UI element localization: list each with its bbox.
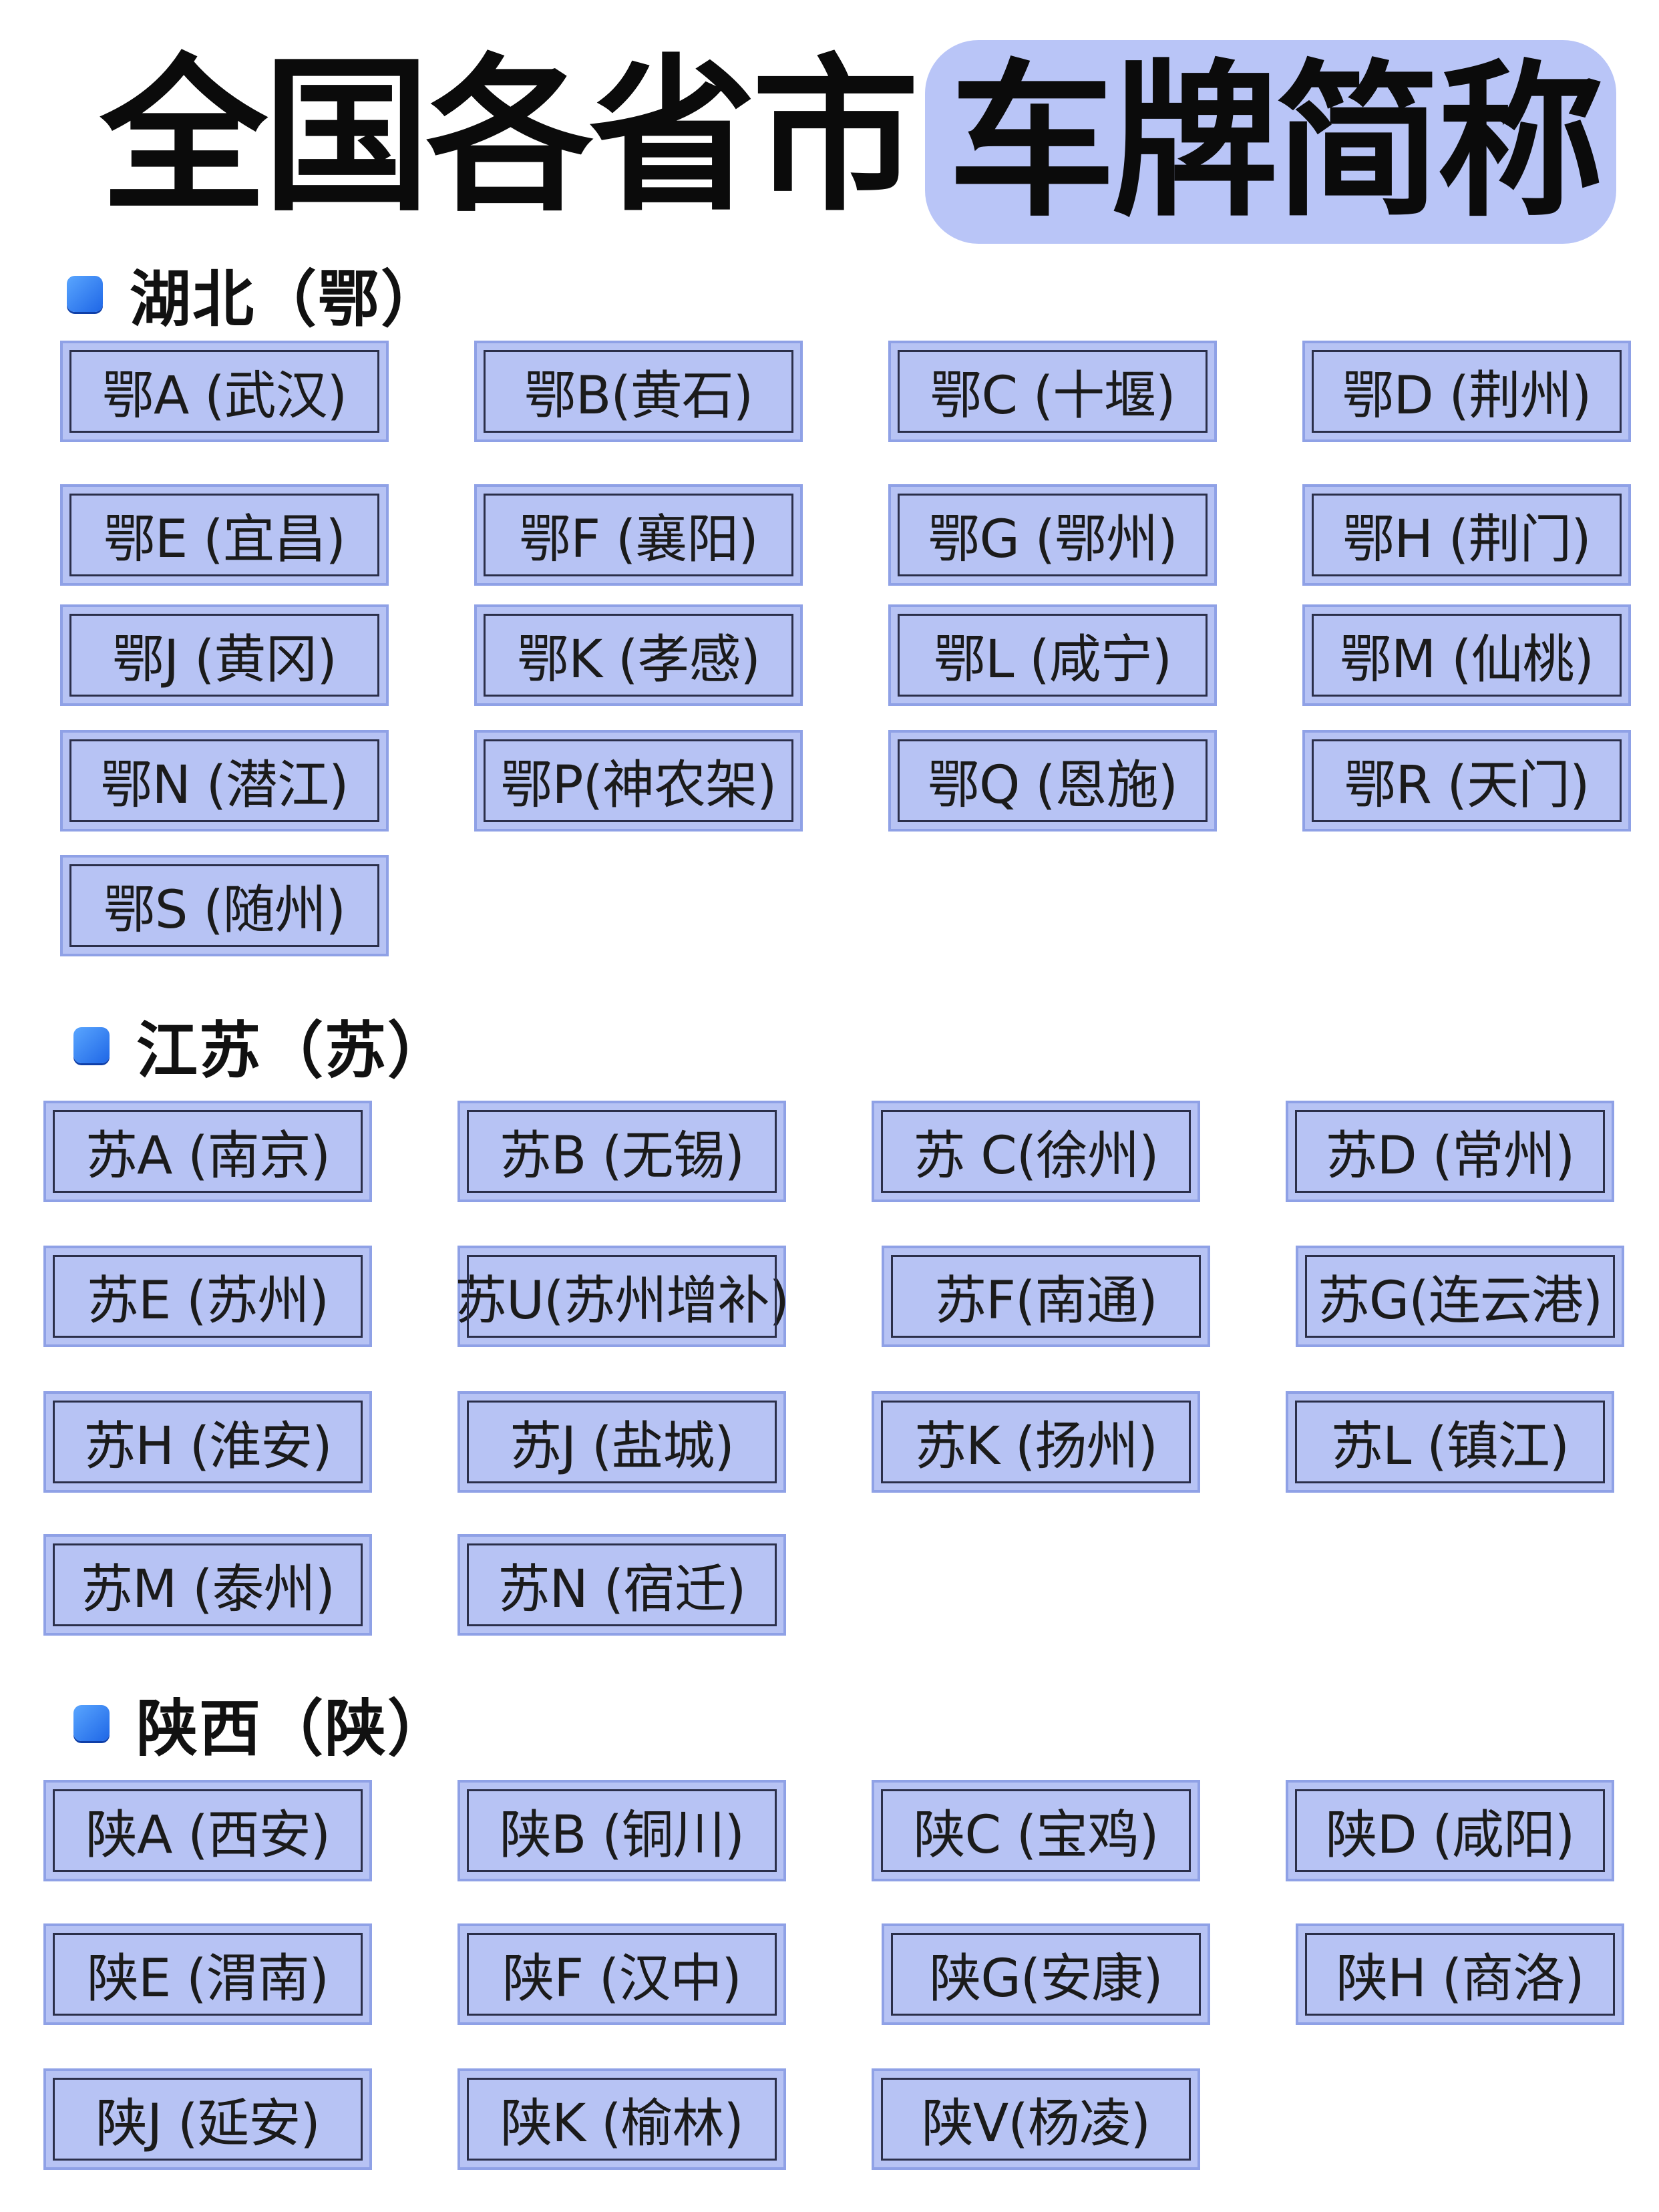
plate-label: 鄂H (荆门) — [1342, 510, 1591, 570]
plate-tag: 苏N (宿迁) — [457, 1534, 786, 1636]
plate-label: 鄂L (咸宁) — [933, 630, 1172, 690]
plate-tag: 陕D (咸阳) — [1286, 1780, 1614, 1881]
plate-tag: 苏J (盐城) — [457, 1391, 786, 1493]
plate-tag: 鄂A (武汉) — [60, 341, 389, 442]
plate-tag: 鄂D (荆州) — [1302, 341, 1631, 442]
plate-tag: 苏U(苏州增补) — [455, 1246, 789, 1347]
plate-label: 陕D (咸阳) — [1325, 1805, 1576, 1865]
plate-tag: 苏M (泰州) — [43, 1534, 372, 1636]
plate-tag: 鄂E (宜昌) — [60, 484, 389, 586]
plate-label: 鄂Q (恩施) — [927, 755, 1178, 815]
plate-tag: 鄂J (黄冈) — [60, 604, 389, 706]
plate-label: 鄂C (十堰) — [930, 366, 1175, 426]
plate-label: 苏 C(徐州) — [913, 1126, 1159, 1186]
plate-label: 陕G(安康) — [929, 1949, 1163, 2009]
plate-label: 鄂M (仙桃) — [1340, 630, 1594, 690]
plate-label: 苏F(南通) — [934, 1271, 1158, 1331]
plate-tag: 苏D (常州) — [1286, 1101, 1614, 1202]
section-title: 湖北（鄂） — [130, 263, 444, 335]
plate-tag: 鄂B(黄石) — [474, 341, 803, 442]
plate-tag: 鄂M (仙桃) — [1302, 604, 1631, 706]
plate-tag: 陕H (商洛) — [1296, 1923, 1624, 2025]
plate-tag: 鄂F (襄阳) — [474, 484, 803, 586]
plate-label: 苏J (盐城) — [510, 1417, 735, 1477]
plate-tag: 陕K (榆林) — [457, 2068, 786, 2170]
plate-label: 陕E (渭南) — [87, 1949, 329, 2009]
plate-label: 苏H (淮安) — [83, 1417, 332, 1477]
plate-tag: 陕V(杨凌) — [872, 2068, 1200, 2170]
section-header-hubei: 湖北（鄂） — [67, 254, 443, 335]
plate-label: 苏D (常州) — [1325, 1126, 1576, 1186]
plate-label: 陕V(杨凌) — [921, 2094, 1151, 2154]
plate-tag: 苏L (镇江) — [1286, 1391, 1614, 1493]
plate-tag: 陕C (宝鸡) — [872, 1780, 1200, 1881]
plate-tag: 鄂K (孝感) — [474, 604, 803, 706]
plate-tag: 苏F(南通) — [882, 1246, 1210, 1347]
section-title: 江苏（苏） — [136, 1015, 451, 1087]
plate-label: 鄂A (武汉) — [102, 366, 347, 426]
plate-label: 鄂N (潜江) — [100, 755, 349, 815]
bullet-square-icon — [67, 276, 103, 312]
section-header-shaanxi: 陕西（陕） — [73, 1683, 450, 1765]
plate-tag: 鄂C (十堰) — [888, 341, 1217, 442]
plate-label: 鄂D (荆州) — [1342, 366, 1592, 426]
plate-label: 鄂E (宜昌) — [104, 510, 346, 570]
plate-tag: 苏B (无锡) — [457, 1101, 786, 1202]
plate-tag: 陕B (铜川) — [457, 1780, 786, 1881]
plate-label: 鄂R (天门) — [1344, 755, 1590, 815]
plate-label: 陕J (延安) — [96, 2094, 321, 2154]
plate-tag: 苏 C(徐州) — [872, 1101, 1200, 1202]
plate-label: 苏A (南京) — [85, 1126, 331, 1186]
plate-tag: 鄂R (天门) — [1302, 730, 1631, 832]
plate-label: 陕A (西安) — [85, 1805, 331, 1865]
plate-label: 苏G(连云港) — [1317, 1271, 1603, 1331]
bullet-square-icon — [73, 1027, 110, 1063]
plate-label: 鄂J (黄冈) — [112, 630, 337, 690]
title-highlight-text: 车牌简称 — [948, 45, 1604, 239]
plate-label: 苏L (镇江) — [1330, 1417, 1570, 1477]
plate-label: 苏N (宿迁) — [498, 1559, 746, 1620]
plate-tag: 苏A (南京) — [43, 1101, 372, 1202]
section-header-jiangsu: 江苏（苏） — [73, 1005, 450, 1087]
plate-tag: 陕G(安康) — [882, 1923, 1210, 2025]
plate-tag: 苏H (淮安) — [43, 1391, 372, 1493]
plate-label: 陕F (汉中) — [502, 1949, 742, 2009]
title-main-text: 全国各省市 — [100, 39, 919, 234]
plate-tag: 鄂S (随州) — [60, 855, 389, 956]
plate-label: 鄂B(黄石) — [524, 366, 753, 426]
plate-tag: 苏K (扬州) — [872, 1391, 1200, 1493]
plate-tag: 鄂G (鄂州) — [888, 484, 1217, 586]
plate-label: 苏M (泰州) — [81, 1559, 335, 1620]
plate-label: 陕C (宝鸡) — [913, 1805, 1159, 1865]
plate-label: 鄂G (鄂州) — [928, 510, 1177, 570]
plate-tag: 鄂H (荆门) — [1302, 484, 1631, 586]
plate-label: 陕H (商洛) — [1336, 1949, 1584, 2009]
plate-label: 苏U(苏州增补) — [455, 1271, 789, 1331]
bullet-square-icon — [73, 1705, 110, 1741]
plate-tag: 陕E (渭南) — [43, 1923, 372, 2025]
plate-tag: 苏G(连云港) — [1296, 1246, 1624, 1347]
plate-label: 鄂F (襄阳) — [519, 510, 759, 570]
plate-tag: 陕F (汉中) — [457, 1923, 786, 2025]
plate-tag: 陕A (西安) — [43, 1780, 372, 1881]
plate-label: 陕B (铜川) — [499, 1805, 745, 1865]
plate-tag: 鄂Q (恩施) — [888, 730, 1217, 832]
page-title: 全国各省市 车牌简称 — [0, 0, 1659, 254]
plate-label: 鄂P(神农架) — [500, 755, 777, 815]
plate-label: 鄂K (孝感) — [517, 630, 761, 690]
plate-label: 陕K (榆林) — [500, 2094, 744, 2154]
title-highlight-pill — [925, 40, 1616, 244]
plate-tag: 鄂L (咸宁) — [888, 604, 1217, 706]
plate-label: 苏K (扬州) — [914, 1417, 1158, 1477]
plate-tag: 鄂P(神农架) — [474, 730, 803, 832]
section-title: 陕西（陕） — [136, 1692, 451, 1765]
plate-label: 苏B (无锡) — [499, 1126, 745, 1186]
plate-label: 苏E (苏州) — [87, 1271, 329, 1331]
plate-tag: 鄂N (潜江) — [60, 730, 389, 832]
plate-tag: 苏E (苏州) — [43, 1246, 372, 1347]
plate-label: 鄂S (随州) — [103, 880, 346, 940]
plate-tag: 陕J (延安) — [43, 2068, 372, 2170]
